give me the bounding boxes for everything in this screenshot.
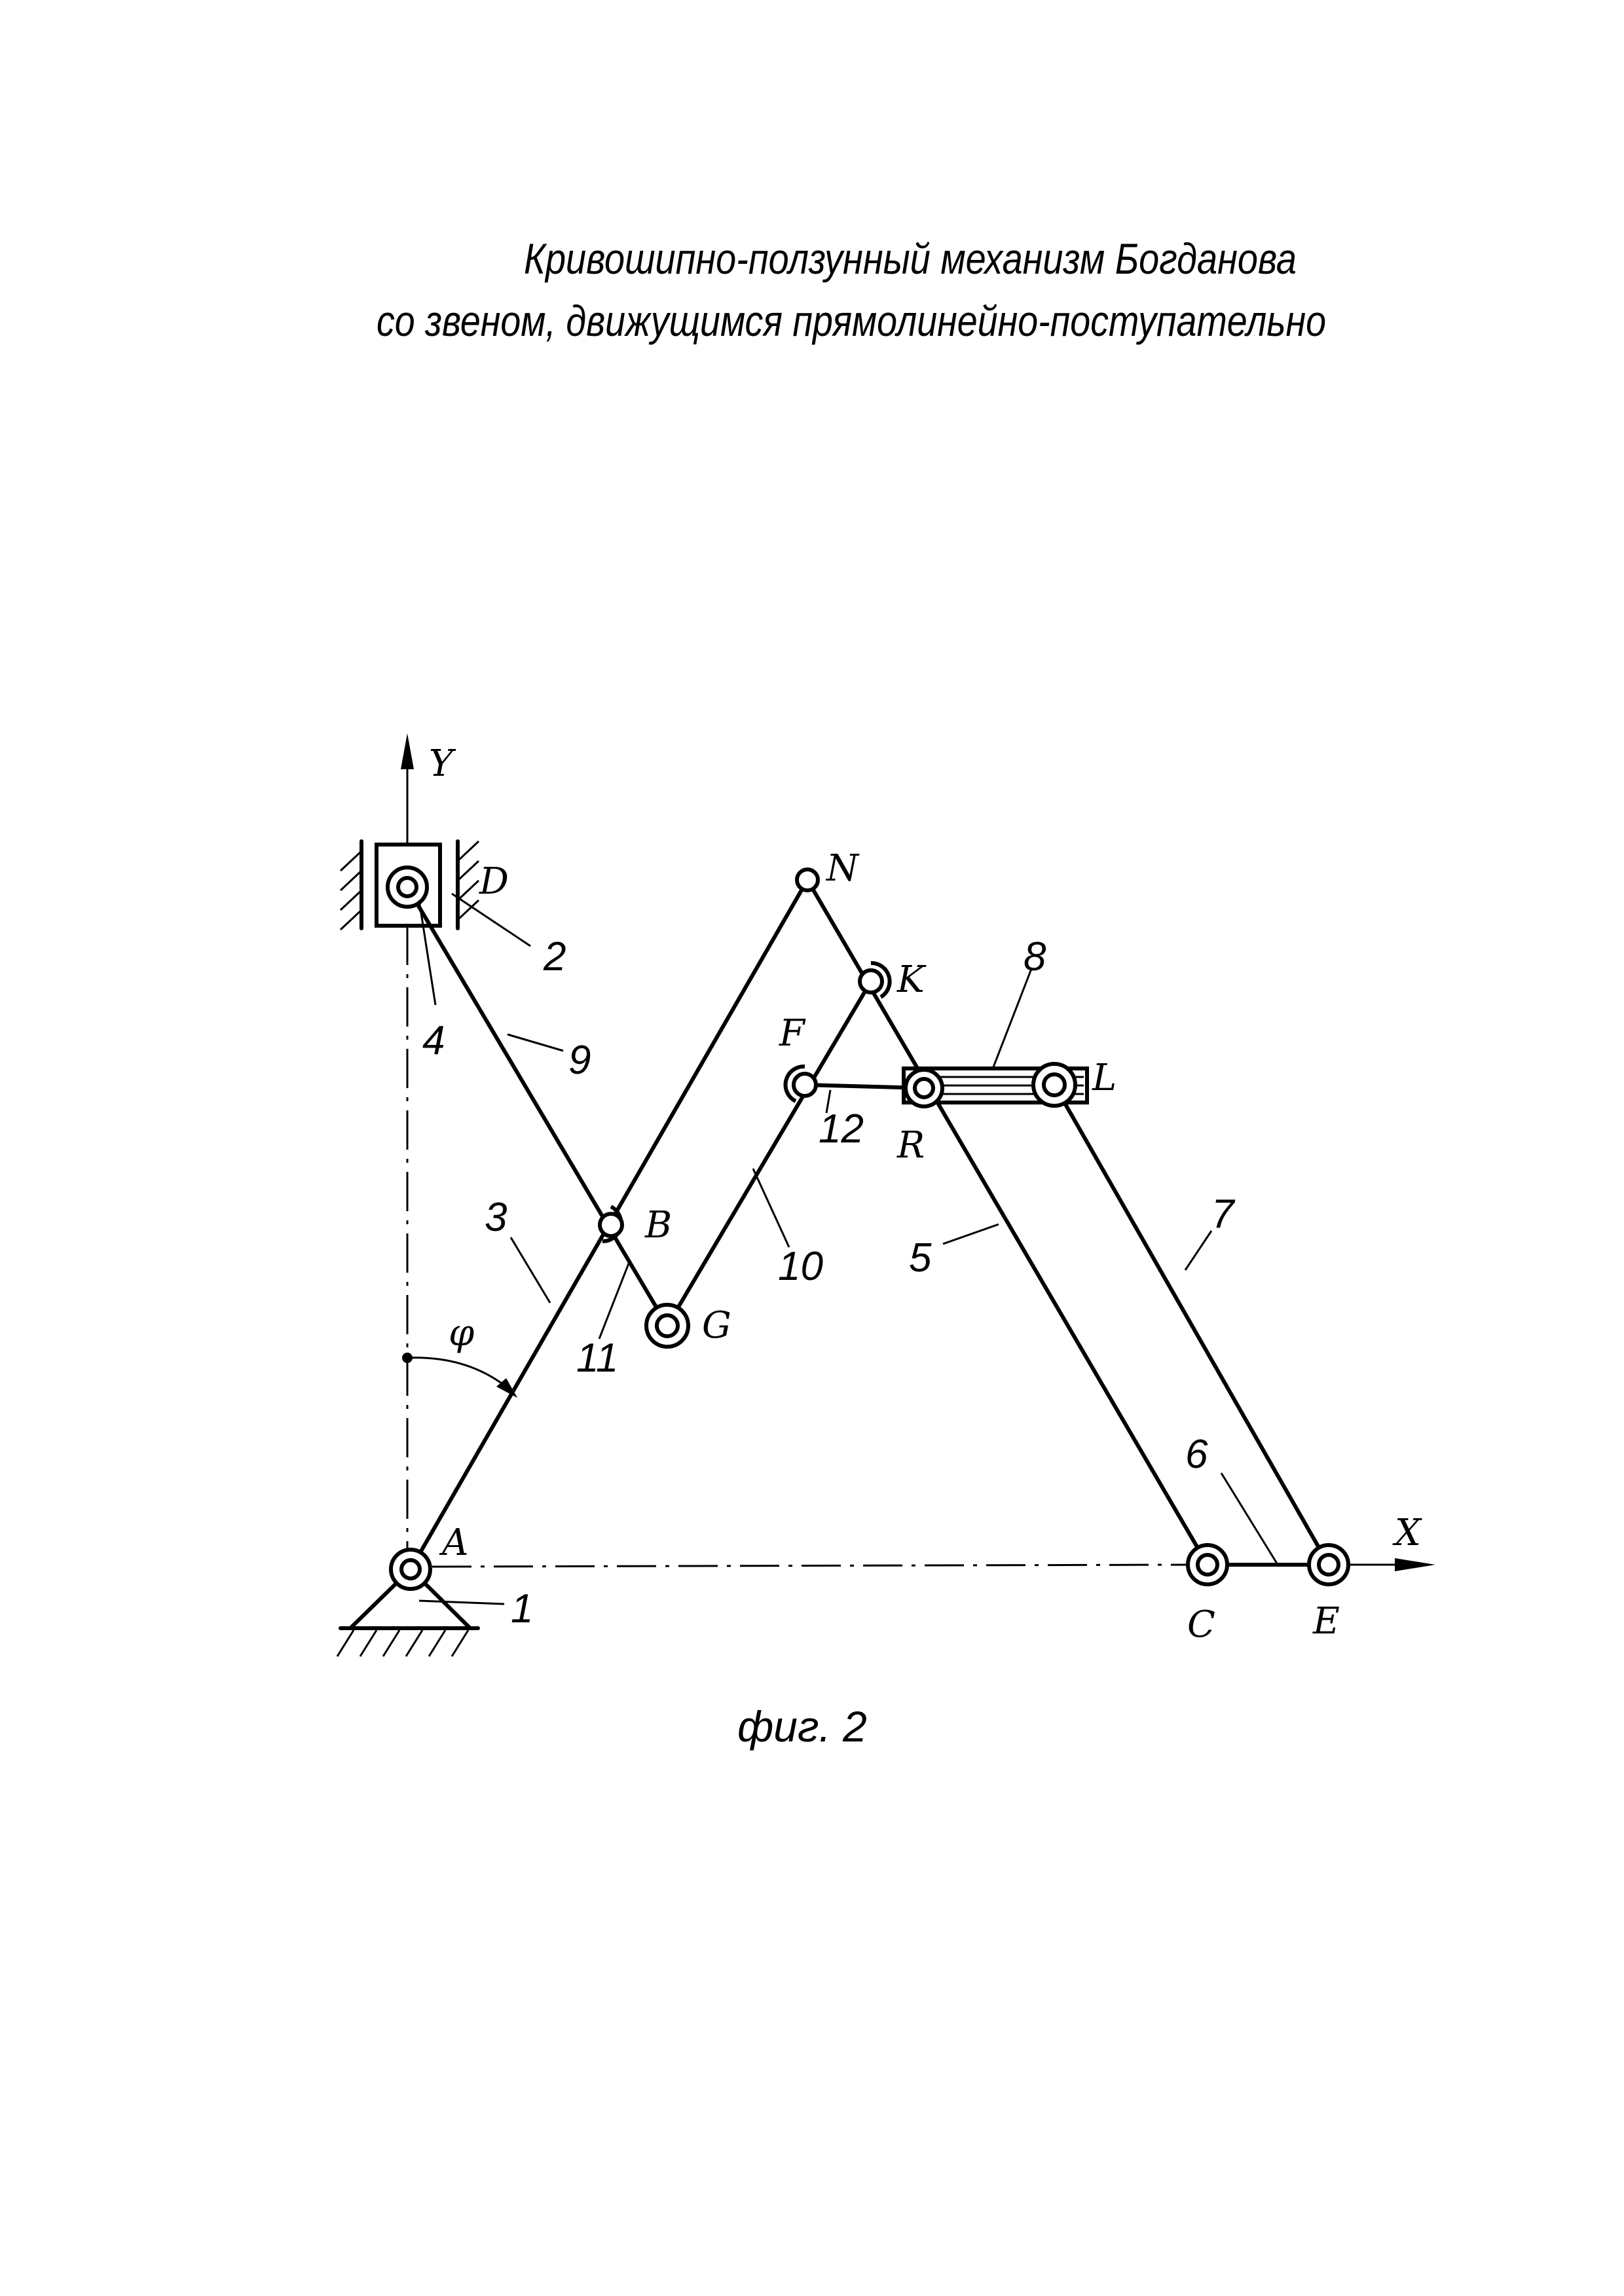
angle-arrow-icon	[496, 1378, 517, 1398]
point-label-L: L	[1092, 1057, 1116, 1099]
link-number-11: 11	[576, 1336, 618, 1381]
joint-N	[795, 867, 820, 892]
x-axis-arrow-icon	[1395, 1558, 1435, 1571]
y-axis-arrow-icon	[401, 733, 414, 769]
y-axis	[401, 733, 414, 1565]
point-label-E: E	[1312, 1600, 1340, 1643]
point-label-K: K	[896, 958, 927, 1001]
point-label-D: D	[479, 860, 509, 903]
link-number-8: 8	[1024, 934, 1046, 979]
link-number-10: 10	[778, 1244, 823, 1289]
link-number-7: 7	[1211, 1192, 1236, 1237]
link-9-11	[405, 885, 669, 1328]
angle-label: φ	[449, 1312, 474, 1355]
link-10	[665, 979, 873, 1328]
ground-support	[336, 1566, 480, 1657]
link-number-9: 9	[568, 1038, 591, 1083]
joint-L	[1031, 1062, 1077, 1108]
joint-D	[386, 866, 429, 909]
point-label-N: N	[825, 847, 860, 890]
joint-A	[389, 1548, 432, 1591]
point-label-B: B	[644, 1204, 672, 1247]
link-number-2: 2	[543, 934, 566, 979]
title-line-2: со звеном, движущимся прямолинейно-посту…	[377, 297, 1326, 345]
point-label-R: R	[896, 1124, 925, 1167]
joints	[386, 866, 1350, 1591]
figure-caption: фиг. 2	[737, 1702, 867, 1751]
joint-B	[598, 1205, 624, 1244]
point-label-F: F	[779, 1012, 806, 1055]
joint-G	[644, 1303, 690, 1349]
point-label-G: G	[702, 1304, 731, 1347]
joint-C	[1186, 1543, 1229, 1586]
point-label-C: C	[1187, 1603, 1215, 1646]
link-7	[1052, 1083, 1331, 1567]
slider-block	[375, 843, 442, 928]
title-line-1: Кривошипно-ползунный механизм Богданова	[524, 234, 1297, 283]
leader-lines	[418, 892, 1278, 1605]
joint-R	[904, 1068, 944, 1108]
joint-F	[783, 1064, 818, 1103]
point-label-A: A	[439, 1522, 468, 1564]
slider-guide	[339, 839, 480, 931]
axis-label-y: Y	[429, 742, 456, 785]
angle-phi: φ	[402, 1312, 517, 1398]
joint-E	[1307, 1543, 1350, 1586]
link-number-6: 6	[1185, 1432, 1208, 1477]
x-axis	[432, 1558, 1435, 1571]
axis-label-x: X	[1392, 1512, 1422, 1554]
joint-K	[858, 960, 892, 999]
link-number-1: 1	[511, 1586, 533, 1631]
link-number-3: 3	[485, 1195, 507, 1240]
link-number-4: 4	[422, 1018, 445, 1063]
link-number-12: 12	[819, 1106, 864, 1152]
link-number-5: 5	[909, 1235, 932, 1281]
